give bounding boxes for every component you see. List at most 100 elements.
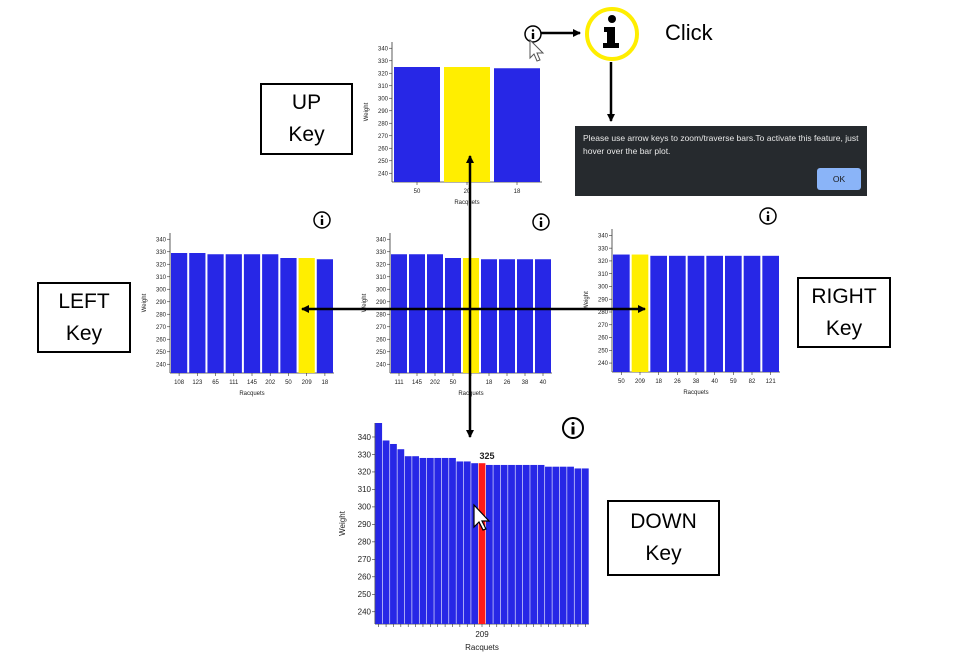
bar bbox=[280, 258, 297, 373]
bar bbox=[298, 258, 315, 373]
bar bbox=[404, 456, 412, 624]
y-tick-label: 240 bbox=[376, 362, 387, 368]
bar bbox=[391, 254, 407, 373]
y-tick-label: 280 bbox=[376, 312, 387, 318]
bar bbox=[508, 464, 515, 624]
x-tick-label: 121 bbox=[766, 379, 777, 385]
dialog-ok-button[interactable]: OK bbox=[817, 168, 861, 190]
bar bbox=[706, 255, 723, 372]
bar bbox=[262, 254, 279, 373]
x-tick-label: 40 bbox=[540, 380, 547, 386]
bar bbox=[412, 456, 419, 624]
y-tick-label: 290 bbox=[376, 300, 387, 306]
bar bbox=[499, 259, 515, 373]
y-tick-label: 300 bbox=[378, 96, 389, 102]
x-tick-label: 108 bbox=[174, 380, 185, 386]
x-tick-label: 209 bbox=[302, 380, 313, 386]
bar bbox=[535, 259, 551, 373]
down-key-line1: DOWN bbox=[630, 510, 697, 533]
up-key-box: UP Key bbox=[260, 83, 353, 155]
down-key-box: DOWN Key bbox=[607, 500, 720, 576]
bar bbox=[375, 423, 383, 624]
bar bbox=[574, 468, 582, 624]
y-tick-label: 330 bbox=[358, 450, 372, 459]
bar bbox=[631, 254, 649, 372]
info-icon-left[interactable] bbox=[313, 211, 331, 229]
bar bbox=[559, 466, 567, 624]
right-key-box: RIGHT Key bbox=[797, 277, 891, 348]
bar bbox=[493, 464, 501, 624]
y-tick-label: 330 bbox=[156, 250, 167, 256]
x-tick-label: 18 bbox=[486, 380, 493, 386]
bar bbox=[419, 457, 427, 624]
x-axis-label: Racquets bbox=[465, 643, 499, 652]
bar bbox=[500, 464, 508, 624]
bar bbox=[478, 463, 486, 624]
x-tick-label: 111 bbox=[229, 380, 239, 386]
right-key-line2: Key bbox=[825, 316, 863, 340]
x-tick-label: 50 bbox=[618, 379, 625, 385]
x-tick-label: 50 bbox=[285, 380, 292, 386]
y-tick-label: 280 bbox=[358, 538, 372, 547]
bar bbox=[494, 68, 540, 182]
y-tick-label: 280 bbox=[156, 312, 167, 318]
y-tick-label: 310 bbox=[376, 275, 387, 281]
y-tick-label: 270 bbox=[376, 325, 387, 331]
bar bbox=[243, 254, 261, 373]
y-tick-label: 260 bbox=[598, 336, 609, 342]
info-icon-down[interactable] bbox=[562, 417, 584, 439]
cursor-icon-down bbox=[473, 503, 491, 531]
y-tick-label: 300 bbox=[598, 285, 609, 291]
x-tick-label: 65 bbox=[212, 380, 219, 386]
info-icon-right[interactable] bbox=[759, 207, 777, 225]
x-tick-label: 40 bbox=[711, 379, 718, 385]
bar bbox=[426, 457, 434, 624]
x-tick-label: 145 bbox=[412, 380, 423, 386]
x-axis-label: Racquets bbox=[239, 391, 264, 397]
x-tick-label: 20 bbox=[464, 189, 471, 195]
y-tick-label: 250 bbox=[378, 159, 389, 165]
x-axis-label: Racquets bbox=[683, 390, 708, 396]
y-tick-label: 290 bbox=[378, 109, 389, 115]
y-tick-label: 340 bbox=[358, 433, 372, 442]
y-tick-label: 320 bbox=[378, 71, 389, 77]
bar bbox=[522, 464, 530, 624]
bar bbox=[225, 254, 242, 373]
y-tick-label: 270 bbox=[598, 323, 609, 329]
y-axis-label: Weight bbox=[362, 293, 368, 312]
y-tick-label: 310 bbox=[598, 272, 609, 278]
bar bbox=[537, 464, 545, 624]
y-tick-label: 240 bbox=[598, 361, 609, 367]
bar bbox=[390, 443, 397, 624]
x-tick-label: 26 bbox=[674, 379, 681, 385]
bar bbox=[725, 255, 742, 372]
info-icon-center[interactable] bbox=[532, 213, 550, 231]
y-tick-label: 320 bbox=[598, 259, 609, 265]
bar bbox=[394, 67, 440, 182]
info-dialog: Please use arrow keys to zoom/traverse b… bbox=[575, 126, 867, 196]
y-axis-label: Weight bbox=[364, 102, 370, 121]
x-tick-label: 202 bbox=[430, 380, 441, 386]
x-tick-label: 38 bbox=[522, 380, 529, 386]
x-tick-label: 18 bbox=[322, 380, 329, 386]
bar bbox=[397, 449, 405, 624]
bar bbox=[481, 259, 497, 373]
info-icon-up[interactable] bbox=[524, 25, 542, 43]
x-tick-label: 38 bbox=[693, 379, 700, 385]
bar bbox=[530, 464, 538, 624]
y-tick-label: 260 bbox=[156, 337, 167, 343]
bar bbox=[449, 457, 456, 624]
x-tick-label: 59 bbox=[730, 379, 737, 385]
x-tick-label: 202 bbox=[265, 380, 276, 386]
y-axis-label: Weight bbox=[338, 510, 347, 536]
x-tick-label: 18 bbox=[655, 379, 662, 385]
bar bbox=[762, 255, 779, 372]
left-key-line1: LEFT bbox=[58, 289, 110, 313]
y-tick-label: 260 bbox=[358, 573, 372, 582]
bar bbox=[687, 255, 705, 372]
x-axis-label: Racquets bbox=[454, 200, 479, 206]
